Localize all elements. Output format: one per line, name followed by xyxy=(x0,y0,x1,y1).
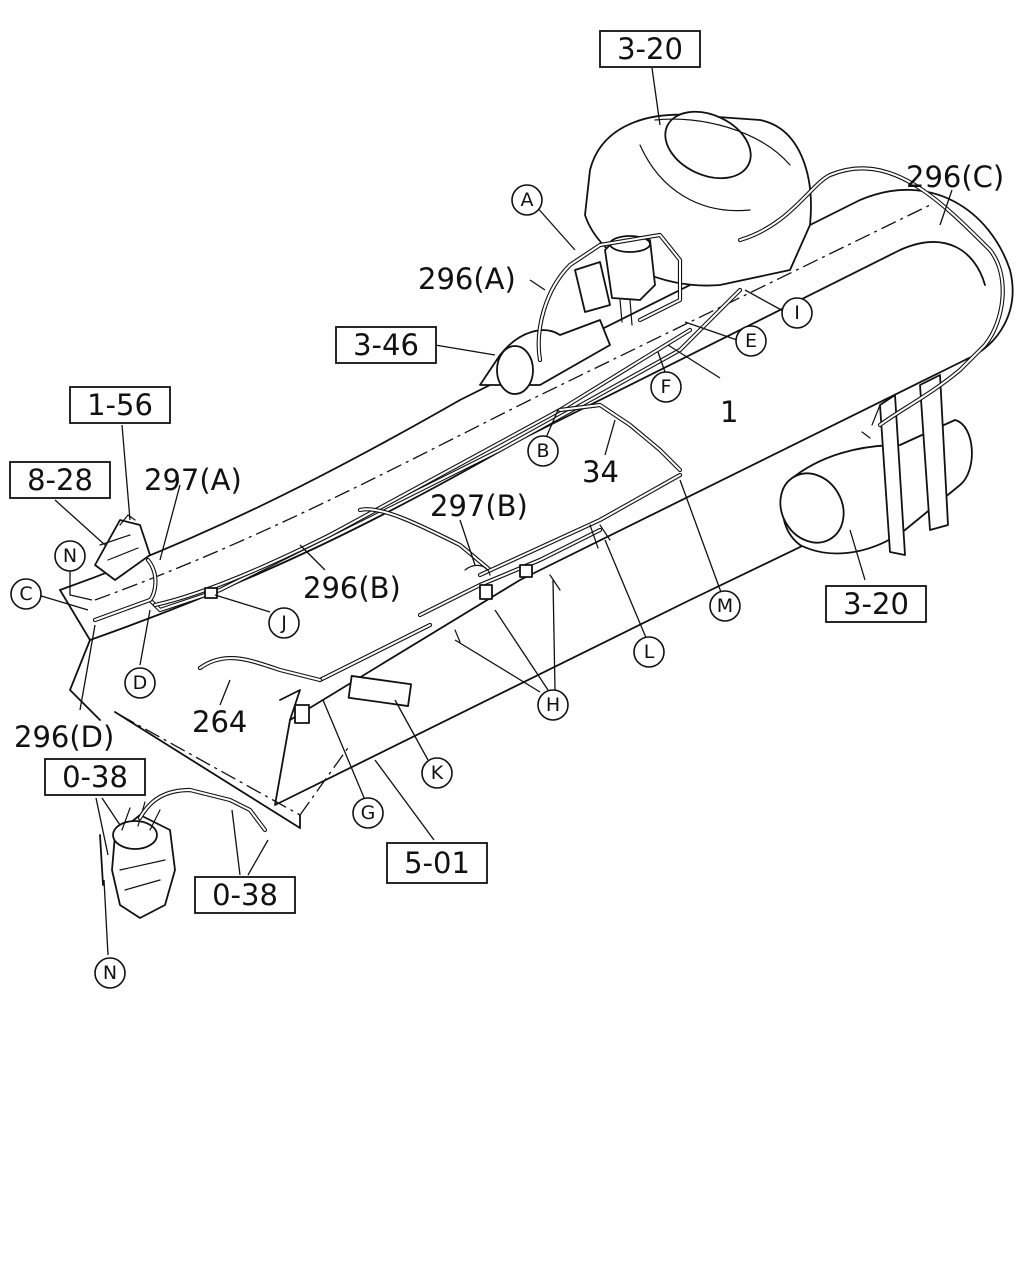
callout-i: I xyxy=(781,297,813,329)
ref-box-3-20-right: 3-20 xyxy=(825,585,927,623)
callout-a: A xyxy=(511,184,543,216)
svg-text:J: J xyxy=(280,612,287,634)
leader-lines xyxy=(37,67,953,956)
svg-text:H: H xyxy=(546,694,560,716)
callout-m: M xyxy=(709,590,741,622)
part-label-34: 34 xyxy=(582,455,619,489)
part-label-296b: 296(B) xyxy=(303,571,401,605)
svg-text:I: I xyxy=(794,302,800,324)
pipe-297b xyxy=(357,507,493,573)
svg-text:N: N xyxy=(63,545,77,567)
ref-box-3-46: 3-46 xyxy=(335,326,437,364)
pipe-296c xyxy=(737,166,1005,428)
svg-text:E: E xyxy=(745,330,757,352)
callout-n-top: N xyxy=(54,540,86,572)
svg-text:F: F xyxy=(661,376,672,398)
svg-text:C: C xyxy=(19,583,32,605)
pipe-264 xyxy=(197,655,323,683)
part-label-296a: 296(A) xyxy=(418,262,516,296)
air-compressor xyxy=(111,801,176,919)
svg-text:A: A xyxy=(521,189,534,211)
protection-valve xyxy=(94,514,151,581)
callout-g: G xyxy=(352,797,384,829)
relay-valve xyxy=(574,235,656,326)
pipe-compressor xyxy=(99,787,268,886)
part-label-297a: 297(A) xyxy=(144,463,242,497)
pipe-clips xyxy=(204,524,611,724)
part-label-297b: 297(B) xyxy=(430,489,528,523)
pipe-main-bundle xyxy=(147,287,743,613)
ref-label: 0-38 xyxy=(62,760,128,794)
callout-l: L xyxy=(633,636,665,668)
pipe-34 xyxy=(557,402,683,473)
callout-c: C xyxy=(10,578,42,610)
ref-label: 0-38 xyxy=(212,878,278,912)
ref-label: 3-20 xyxy=(617,32,683,66)
svg-text:D: D xyxy=(133,672,148,694)
tank-bracket-left xyxy=(479,319,611,395)
svg-text:L: L xyxy=(644,641,655,663)
svg-text:B: B xyxy=(536,440,549,462)
svg-text:G: G xyxy=(361,802,376,824)
ref-box-1-56: 1-56 xyxy=(69,386,171,424)
ref-label: 1-56 xyxy=(87,388,153,422)
callout-b: B xyxy=(527,435,559,467)
ref-box-8-28: 8-28 xyxy=(9,461,111,499)
part-label-264: 264 xyxy=(192,705,247,739)
callout-k: K xyxy=(421,757,453,789)
ref-box-5-01: 5-01 xyxy=(386,842,488,884)
frame-crossmember xyxy=(861,374,949,556)
svg-text:N: N xyxy=(103,962,117,984)
ref-label: 3-20 xyxy=(843,587,909,621)
ref-box-0-38-upper: 0-38 xyxy=(44,758,146,796)
ref-box-0-38-lower: 0-38 xyxy=(194,876,296,914)
ref-label: 3-46 xyxy=(353,328,419,362)
callout-f: F xyxy=(650,371,682,403)
callout-n-bottom: N xyxy=(94,957,126,989)
part-label-296d: 296(D) xyxy=(14,720,114,754)
callout-d: D xyxy=(124,667,156,699)
part-label-296c: 296(C) xyxy=(906,160,1004,194)
callout-j: J xyxy=(268,607,300,639)
ref-label: 5-01 xyxy=(404,846,470,880)
pipe-296a xyxy=(536,232,683,363)
pipe-lower-run xyxy=(317,472,683,683)
part-label-1: 1 xyxy=(720,395,738,429)
svg-text:M: M xyxy=(717,595,733,617)
svg-text:K: K xyxy=(431,762,444,784)
ref-label: 8-28 xyxy=(27,463,93,497)
callout-h: H xyxy=(537,689,569,721)
pipe-296d xyxy=(92,557,158,623)
ref-box-3-20-top: 3-20 xyxy=(599,30,701,68)
callout-e: E xyxy=(735,325,767,357)
